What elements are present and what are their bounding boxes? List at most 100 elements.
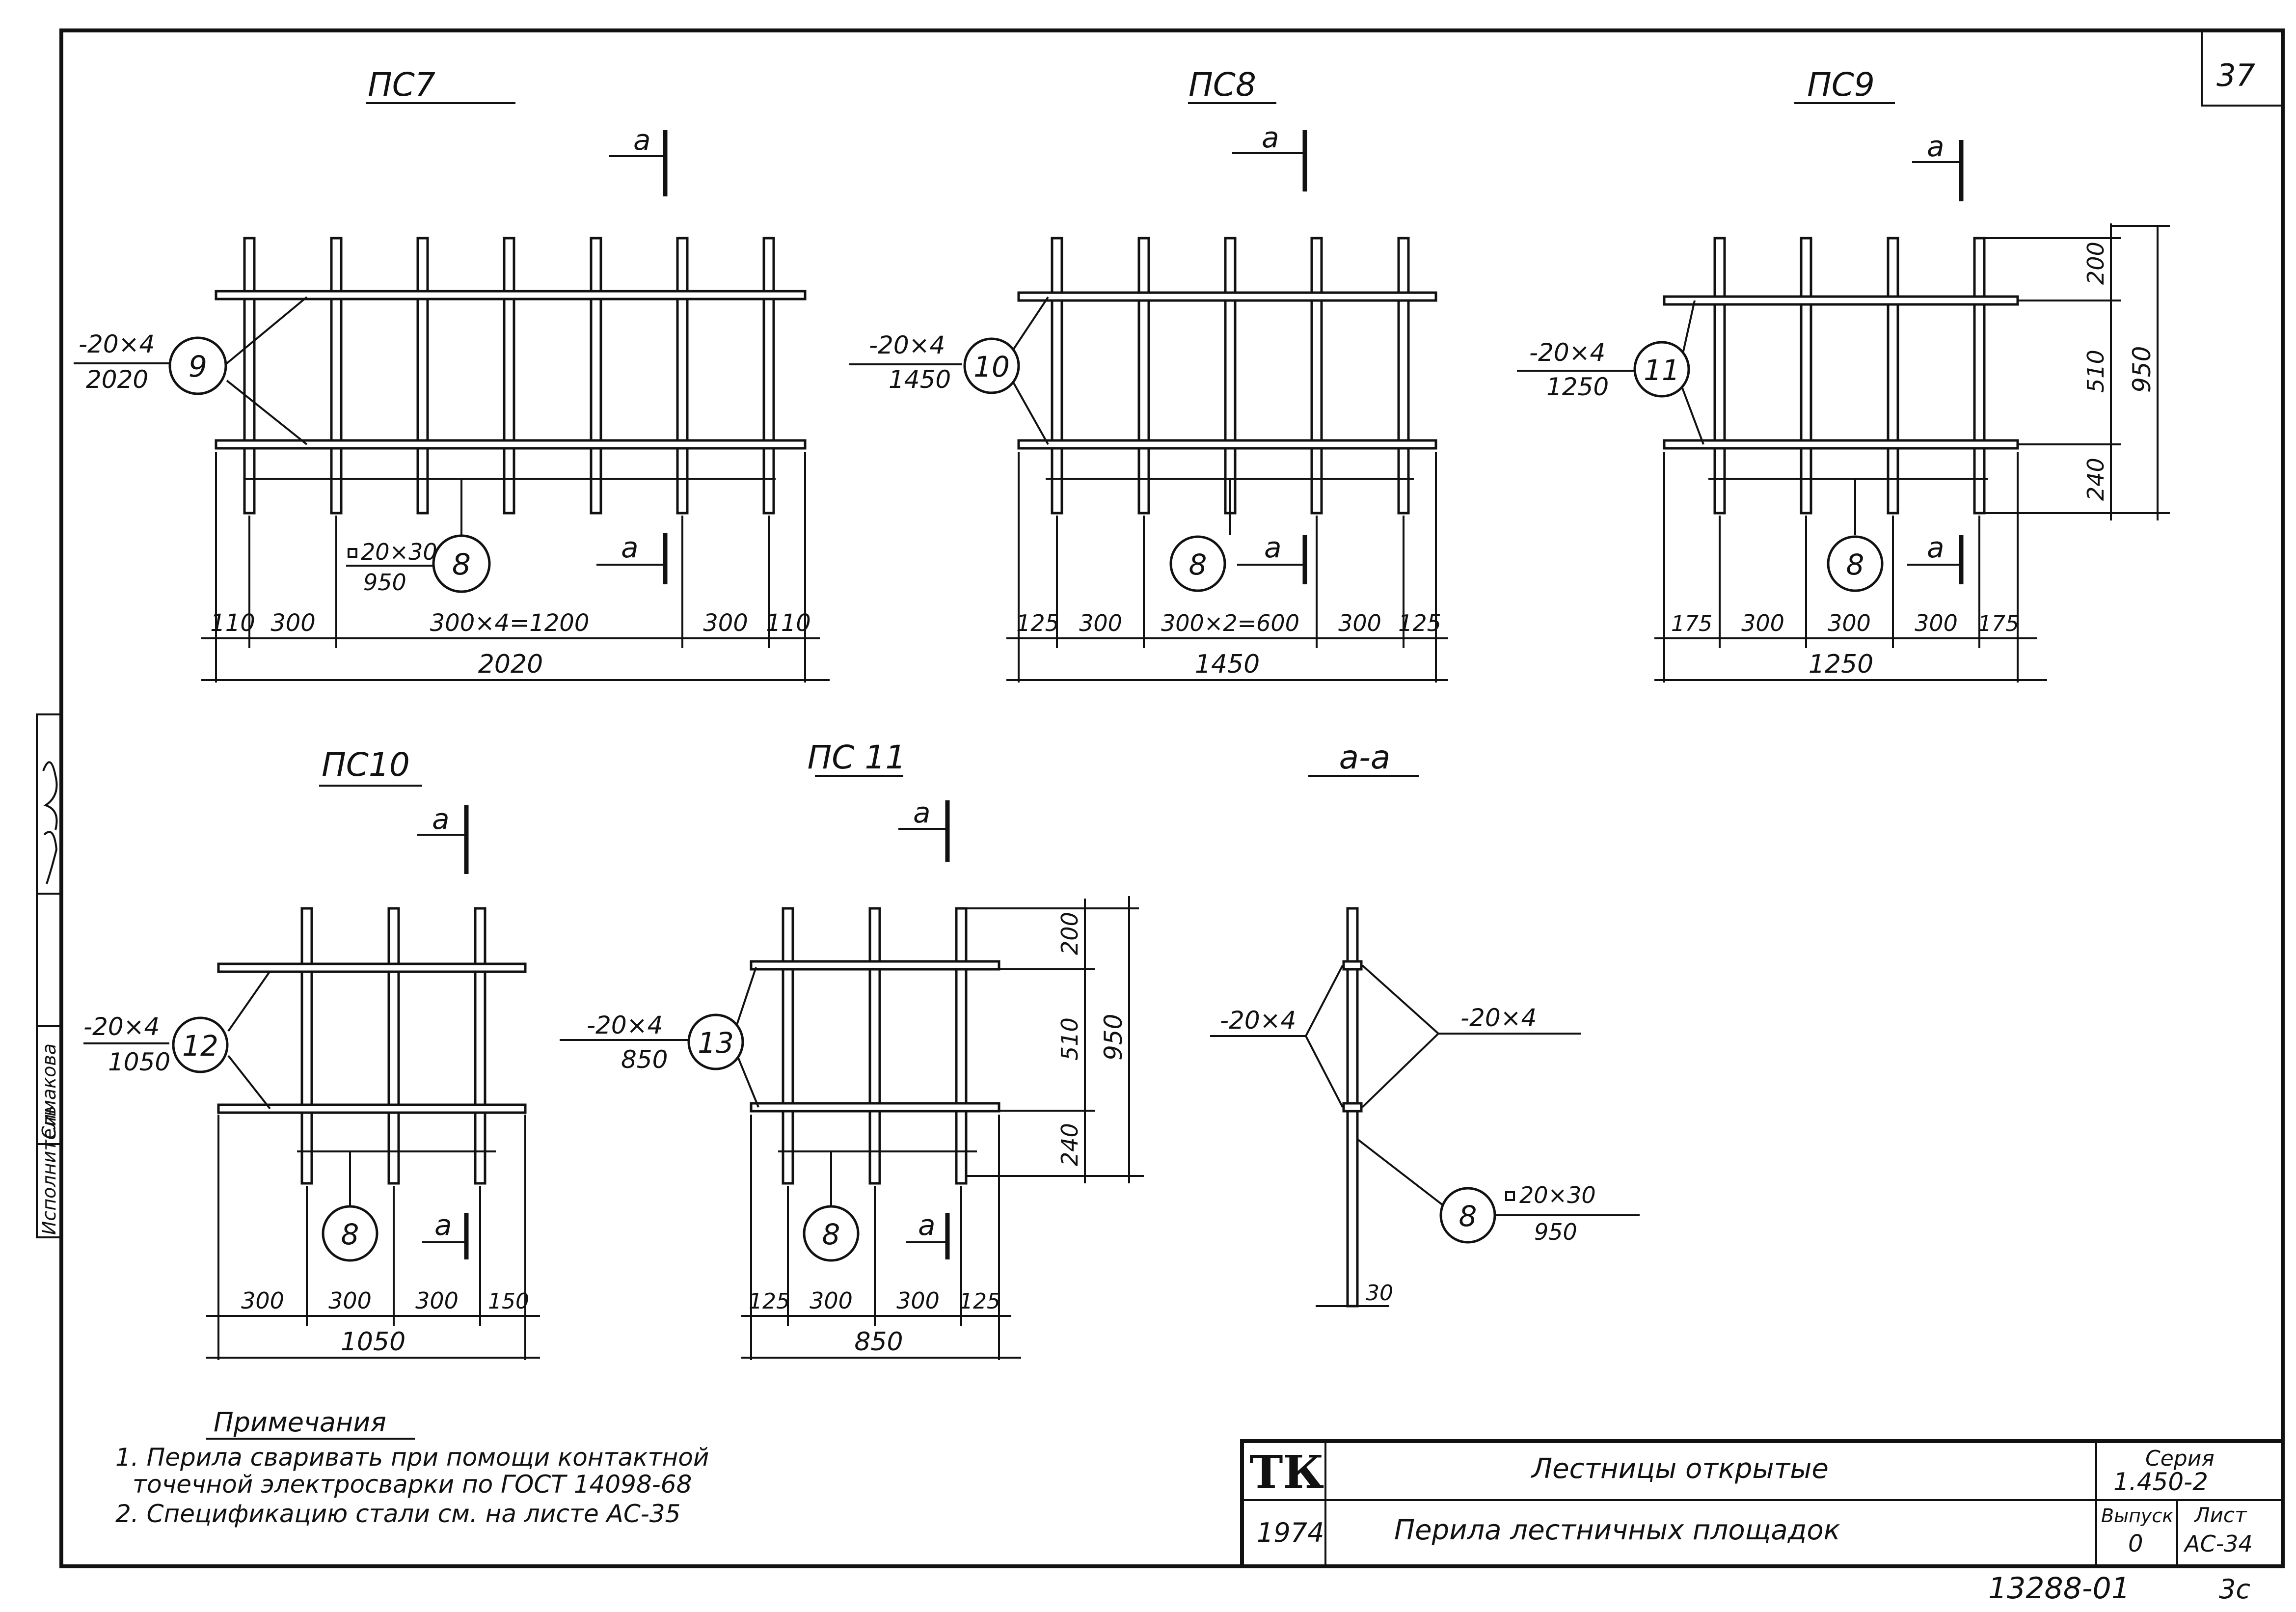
- side-stamp-name: Симакова: [38, 1043, 60, 1139]
- title-year: 1974: [1257, 1517, 1324, 1548]
- pc11-rail-length: 850: [621, 1045, 668, 1074]
- notes-line-2: точечной электросварки по ГОСТ 14098-68: [133, 1470, 692, 1499]
- pc8-dim-2: 300: [1079, 610, 1122, 636]
- pc11-cut-bottom: a: [918, 1208, 936, 1242]
- section-title: а-а: [1339, 738, 1391, 776]
- notes: Примечания 1. Перила сваривать при помощ…: [115, 1407, 709, 1528]
- view-pc9: ПС9 a 11 -20×4 1250 8 a 200 510 24: [1517, 66, 2170, 683]
- pc7-rail-tag: 9: [189, 350, 207, 384]
- pc11-dim-1: 125: [749, 1289, 790, 1314]
- title-line-1: Лестницы открытые: [1531, 1453, 1829, 1485]
- pc9-vdim-1: 200: [2082, 242, 2109, 285]
- pc7-dim-3: 300×4=1200: [430, 609, 590, 637]
- pc10-rail-profile: -20×4: [83, 1012, 160, 1041]
- pc9-dim-4: 300: [1915, 610, 1958, 636]
- view-pc11: ПС 11 a 13 -20×4 850 8 a 200 510 240 950: [560, 738, 1144, 1360]
- pc8-dim-5: 125: [1398, 610, 1441, 636]
- pc11-vtotal: 950: [1099, 1014, 1128, 1061]
- issue-value: 0: [2128, 1530, 2143, 1557]
- series-value: 1.450-2: [2113, 1468, 2208, 1496]
- pc7-rail-length: 2020: [86, 365, 148, 394]
- series-label: Серия: [2145, 1446, 2215, 1471]
- notes-line-1: 1. Перила сваривать при помощи контактно…: [115, 1443, 709, 1472]
- side-stamp: Исполнитель Симакова: [36, 713, 62, 1238]
- pc7-cut-top: a: [633, 123, 651, 157]
- pc8-cut-bottom: a: [1264, 531, 1282, 564]
- section-post-tag: 8: [1459, 1200, 1477, 1233]
- pc9-cut-bottom: a: [1927, 531, 1945, 564]
- view-pc8: ПС8 a 10 -20×4 1450 8 a 125 300: [849, 66, 1448, 683]
- pc10-dim-2: 300: [328, 1287, 372, 1314]
- sheet-number: 37: [2216, 57, 2255, 93]
- pc9-rail-tag: 11: [1644, 354, 1680, 387]
- view-pc7: ПС7 a 9 -20×4 2020 8 20×30 950: [74, 66, 830, 683]
- pc9-rail-profile: -20×4: [1529, 338, 1605, 367]
- doc-suffix: 3с: [2219, 1574, 2250, 1605]
- pc8-cut-top: a: [1262, 121, 1279, 154]
- pc11-post-tag: 8: [822, 1218, 840, 1251]
- pc11-cut-top: a: [913, 796, 931, 829]
- pc11-dim-4: 125: [959, 1289, 1000, 1314]
- pc9-dim-1: 175: [1671, 611, 1712, 636]
- pc9-title: ПС9: [1807, 66, 1875, 104]
- pc9-dim-3: 300: [1828, 610, 1871, 636]
- sheet-label: Лист: [2193, 1503, 2247, 1527]
- pc10-dim-4: 150: [488, 1289, 529, 1314]
- pc11-rail-profile: -20×4: [587, 1011, 663, 1039]
- section-left-rail: -20×4: [1220, 1006, 1296, 1035]
- doc-number: 13288-01: [1988, 1571, 2130, 1606]
- pc9-overall: 1250: [1809, 650, 1873, 679]
- pc11-dim-3: 300: [896, 1287, 940, 1314]
- pc10-dim-3: 300: [415, 1287, 459, 1314]
- pc7-cut-bottom: a: [621, 531, 639, 564]
- pc10-cut-top: a: [432, 802, 450, 836]
- pc11-vdim-1: 200: [1056, 912, 1083, 955]
- view-section-aa: а-а -20×4 -20×4 8 20×30 950 30: [1210, 738, 1640, 1308]
- pc10-rail-tag: 12: [182, 1029, 218, 1063]
- pc11-rail-tag: 13: [698, 1026, 734, 1060]
- notes-heading: Примечания: [214, 1407, 386, 1438]
- pc9-vdim-3: 240: [2082, 458, 2109, 501]
- notes-line-3: 2. Спецификацию стали см. на листе АС-35: [115, 1500, 680, 1528]
- pc10-overall: 1050: [341, 1327, 405, 1357]
- pc8-dim-1: 125: [1016, 610, 1059, 636]
- pc7-dim-2: 300: [270, 609, 316, 637]
- sheet-value: АС-34: [2183, 1530, 2253, 1557]
- pc7-overall: 2020: [478, 650, 543, 679]
- title-block: ТК 1974 Лестницы открытые Перила лестнич…: [1240, 1439, 2285, 1568]
- pc10-title: ПС10: [322, 746, 410, 784]
- title-logo: ТК: [1249, 1446, 1324, 1499]
- pc9-post-tag: 8: [1846, 548, 1864, 581]
- pc8-title: ПС8: [1189, 66, 1256, 104]
- pc7-post-tag: 8: [452, 547, 471, 582]
- pc8-rail-length: 1450: [889, 365, 951, 394]
- pc9-cut-top: a: [1927, 130, 1945, 163]
- section-width: 30: [1366, 1281, 1393, 1306]
- pc8-dim-3: 300×2=600: [1161, 610, 1299, 636]
- pc11-title: ПС 11: [808, 738, 906, 776]
- side-stamp-label: Исполнитель: [38, 1106, 60, 1235]
- signature-mark: [42, 761, 58, 884]
- pc8-rail-tag: 10: [973, 350, 1010, 383]
- pc10-cut-bottom: a: [434, 1208, 452, 1242]
- pc8-dim-4: 300: [1338, 610, 1381, 636]
- view-pc10: ПС10 a 12 -20×4 1050 8 a 300 300 300 150: [83, 746, 540, 1360]
- pc11-overall: 850: [854, 1327, 903, 1357]
- pc11-vdim-2: 510: [1056, 1017, 1083, 1061]
- section-post-length: 950: [1534, 1219, 1577, 1245]
- pc8-rail-profile: -20×4: [869, 331, 945, 359]
- pc11-vdim-3: 240: [1056, 1123, 1083, 1166]
- pc7-rail-profile: -20×4: [79, 330, 155, 358]
- pc9-rail-length: 1250: [1546, 373, 1609, 401]
- pc7-post-length: 950: [363, 569, 406, 596]
- pc10-rail-length: 1050: [108, 1048, 170, 1076]
- pc10-post-tag: 8: [341, 1218, 359, 1251]
- pc10-dim-1: 300: [241, 1287, 284, 1314]
- pc7-dim-5: 110: [766, 609, 811, 637]
- pc9-vtotal: 950: [2128, 346, 2156, 393]
- pc9-dim-5: 175: [1978, 611, 2019, 636]
- sheet-number-box: [2201, 30, 2283, 107]
- pc7-title: ПС7: [368, 66, 435, 104]
- title-line-2: Перила лестничных площадок: [1394, 1514, 1840, 1546]
